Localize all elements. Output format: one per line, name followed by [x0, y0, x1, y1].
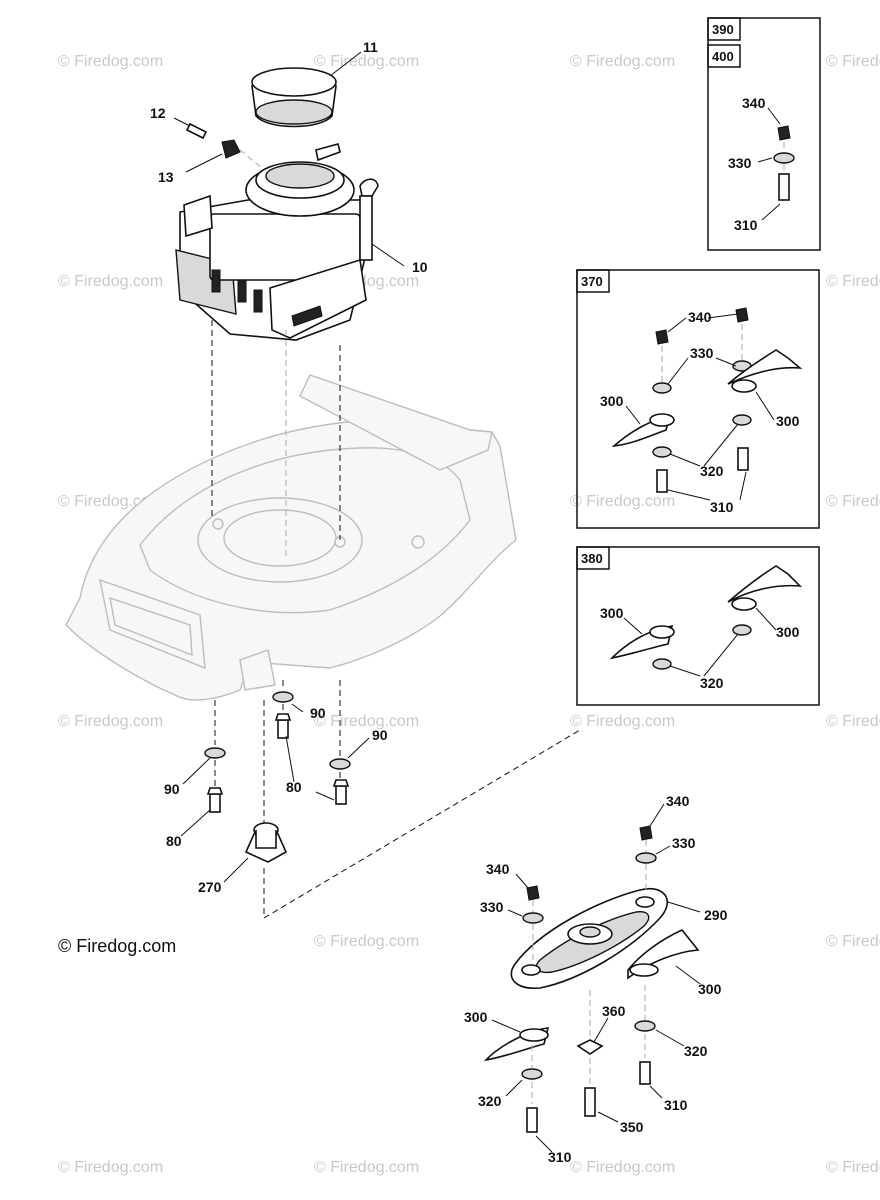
watermark: © Firedog.com — [58, 53, 163, 70]
callout-300: 300 — [600, 393, 624, 409]
callout-350: 350 — [620, 1119, 644, 1135]
watermark: © Firedog.com — [570, 53, 675, 70]
callout-330: 330 — [672, 835, 696, 851]
part-11-flywheel-screen — [251, 67, 337, 128]
callout-300: 300 — [698, 981, 722, 997]
callout-90: 90 — [310, 705, 326, 721]
callout-300: 300 — [776, 624, 800, 640]
callout-13: 13 — [158, 169, 174, 185]
watermark: © Firedog.com — [826, 713, 880, 730]
watermark: © Firedog.com — [314, 713, 419, 730]
deck-fasteners — [204, 680, 581, 919]
callout-labels: 11 12 13 10 340 330 310 340 330 300 300 … — [150, 39, 800, 1165]
callout-340: 340 — [688, 309, 712, 325]
callout-290: 290 — [704, 907, 728, 923]
callout-320: 320 — [700, 675, 724, 691]
callout-80: 80 — [286, 779, 302, 795]
callout-330: 330 — [728, 155, 752, 171]
callout-300: 300 — [600, 605, 624, 621]
watermark: © Firedog.com — [826, 273, 880, 290]
callout-330: 330 — [690, 345, 714, 361]
callout-90: 90 — [164, 781, 180, 797]
box-label-400: 400 — [712, 49, 734, 64]
box-label-370: 370 — [581, 274, 603, 289]
callout-360: 360 — [602, 1003, 626, 1019]
watermark: © Firedog.com — [570, 713, 675, 730]
watermark: © Firedog.com — [826, 53, 880, 70]
callout-330: 330 — [480, 899, 504, 915]
callout-320: 320 — [478, 1093, 502, 1109]
inset-box-380: 380 — [576, 546, 820, 706]
callout-10: 10 — [412, 259, 428, 275]
firedog-copyright: © Firedog.com — [58, 936, 176, 956]
callout-310: 310 — [664, 1097, 688, 1113]
callout-320: 320 — [700, 463, 724, 479]
watermark: © Firedog.com — [570, 493, 675, 510]
box-label-390: 390 — [712, 22, 734, 37]
box-label-380: 380 — [581, 551, 603, 566]
watermark: © Firedog.com — [826, 933, 880, 950]
part-12-screw — [185, 122, 208, 140]
watermark: © Firedog.com — [826, 493, 880, 510]
mower-deck — [65, 374, 517, 701]
callout-11: 11 — [363, 39, 378, 55]
inset-box-390-400: 390 400 — [707, 17, 821, 251]
blade-assembly — [483, 825, 700, 1133]
callout-90: 90 — [372, 727, 388, 743]
callout-340: 340 — [486, 861, 510, 877]
callout-12: 12 — [150, 105, 166, 121]
watermark: © Firedog.com — [58, 713, 163, 730]
inset-box-370: 370 — [576, 269, 820, 529]
engine-assembly — [175, 143, 379, 341]
part-13-clip — [221, 139, 241, 159]
callout-270: 270 — [198, 879, 222, 895]
callout-300: 300 — [776, 413, 800, 429]
watermark: © Firedog.com — [58, 1159, 163, 1176]
callout-340: 340 — [666, 793, 690, 809]
watermark: © Firedog.com — [58, 273, 163, 290]
callout-310: 310 — [734, 217, 758, 233]
watermark: © Firedog.com — [570, 1159, 675, 1176]
watermark: © Firedog.com — [314, 53, 419, 70]
callout-80: 80 — [166, 833, 182, 849]
callout-340: 340 — [742, 95, 766, 111]
watermark: © Firedog.com — [314, 933, 419, 950]
watermark: © Firedog.com — [826, 1159, 880, 1176]
callout-310: 310 — [548, 1149, 572, 1165]
callout-320: 320 — [684, 1043, 708, 1059]
watermark: © Firedog.com — [314, 1159, 419, 1176]
callout-300: 300 — [464, 1009, 488, 1025]
callout-310: 310 — [710, 499, 734, 515]
